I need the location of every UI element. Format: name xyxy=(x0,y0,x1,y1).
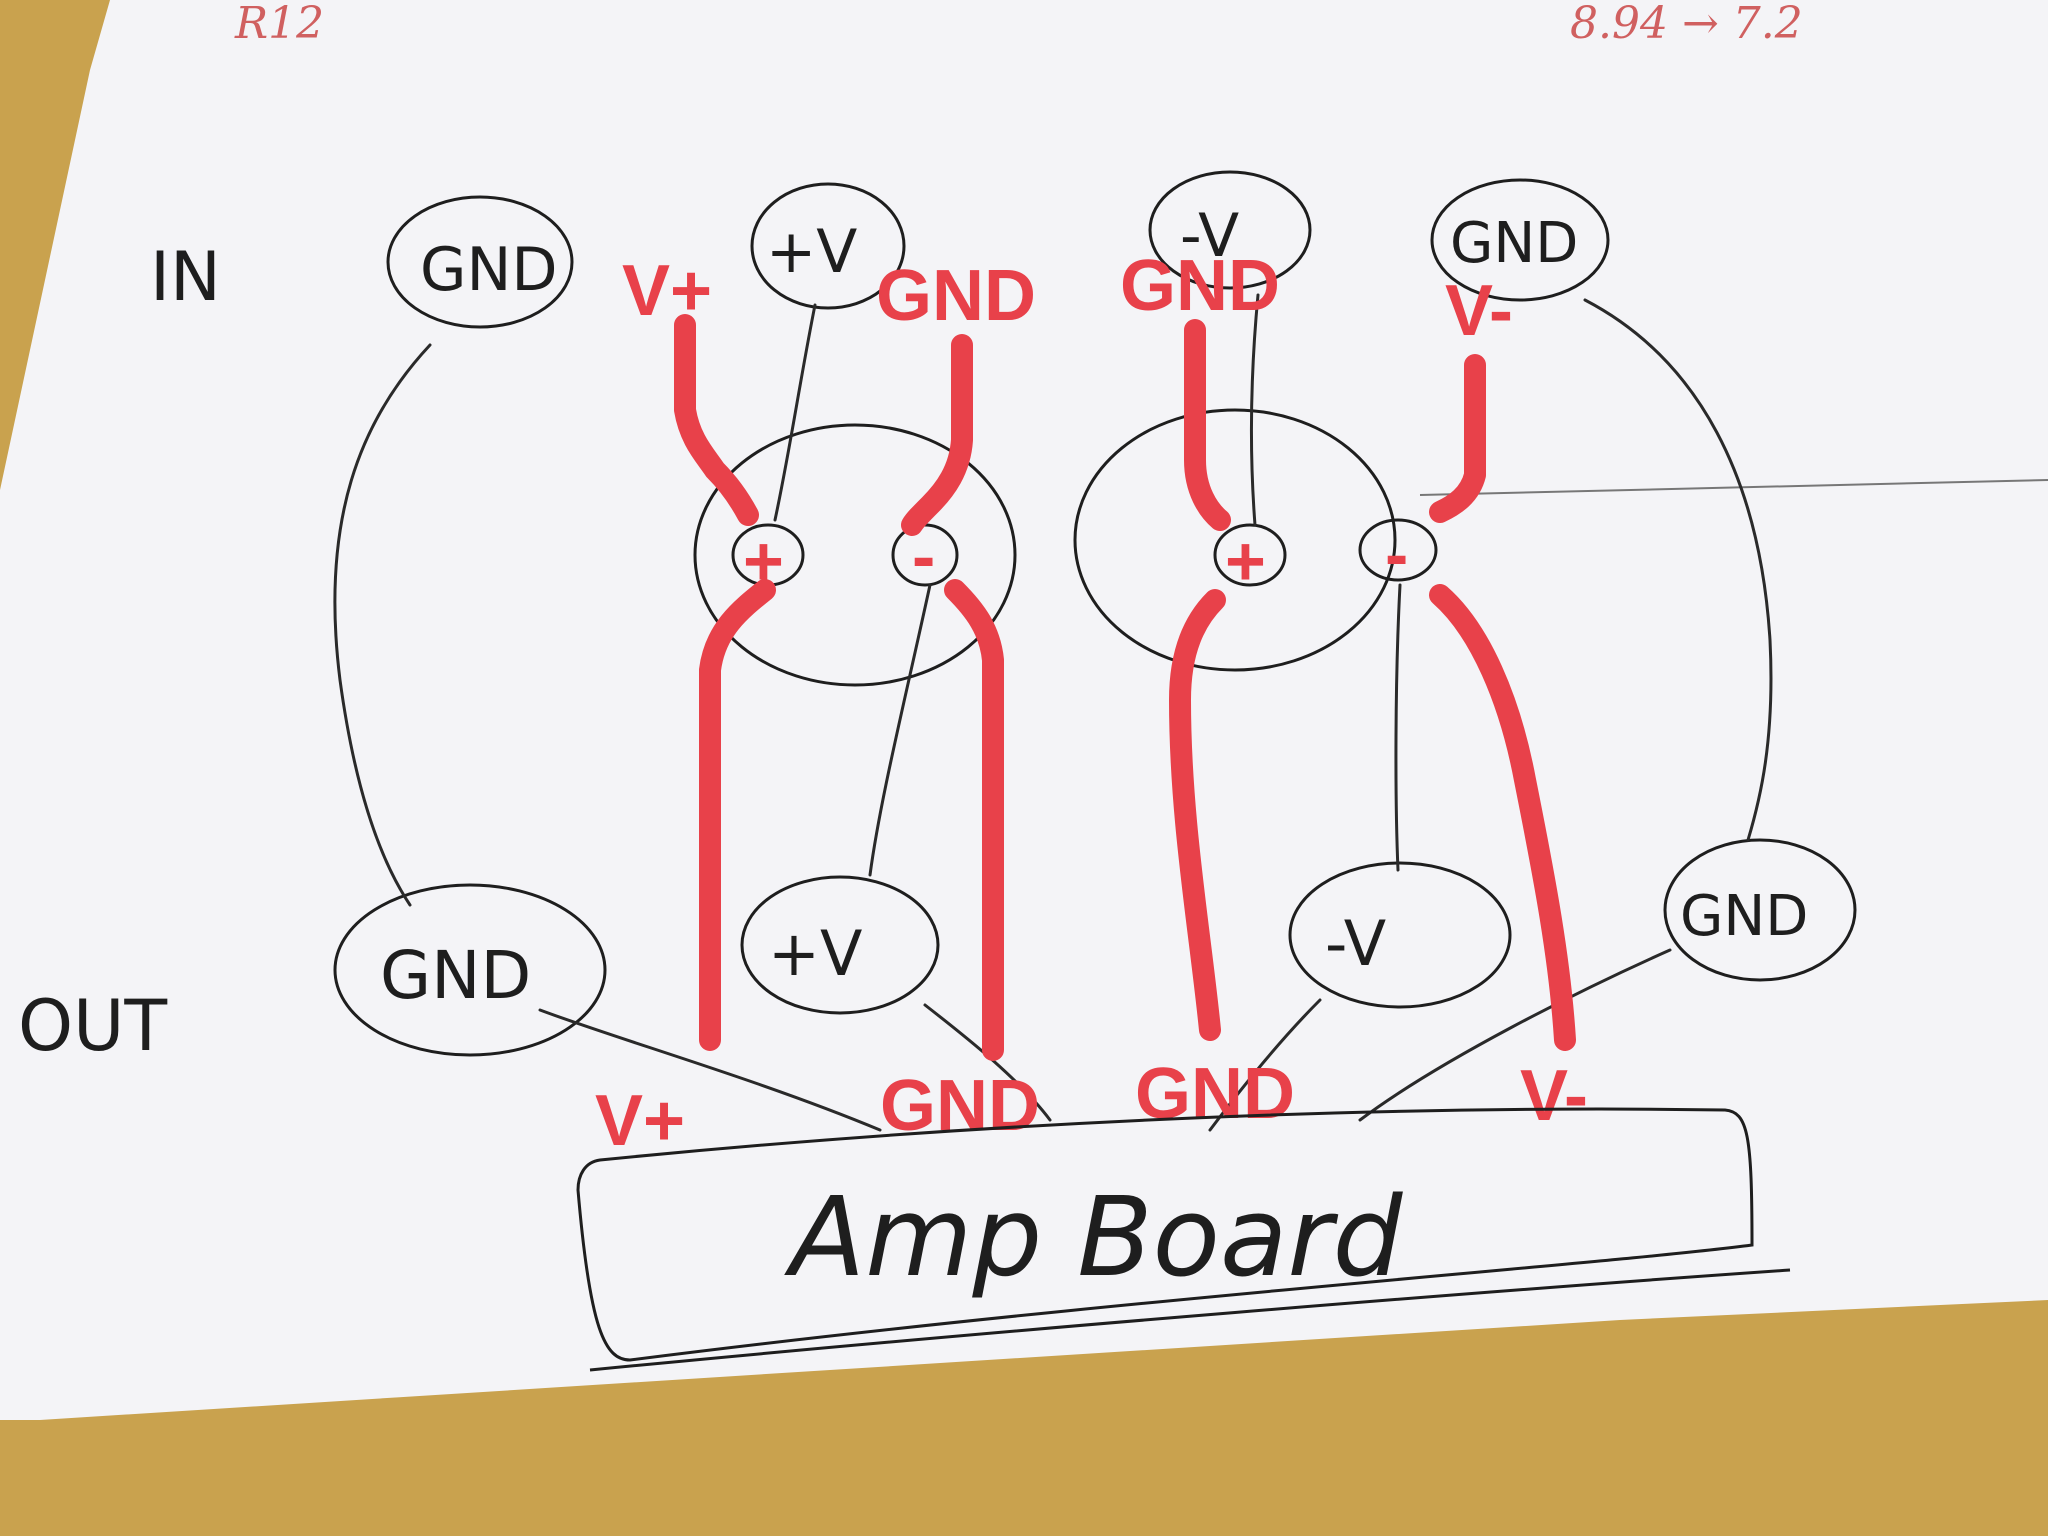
pencil-wire xyxy=(1358,948,1672,1122)
capacitor-plus-terminal xyxy=(1213,523,1287,587)
output-node-label: GND xyxy=(1680,884,1808,949)
output-node-minus-v: -V xyxy=(1288,861,1512,1009)
input-node-label: GND xyxy=(420,235,558,305)
pencil-wire xyxy=(538,1008,882,1132)
input-node-plus-v: +V xyxy=(750,182,906,310)
input-node-gnd-right: GND xyxy=(1430,178,1610,302)
output-node-plus-v: +V xyxy=(740,875,940,1015)
output-node-label: GND xyxy=(380,937,531,1014)
red-wire-gnd-out-left xyxy=(944,579,1004,1061)
pencil-wires xyxy=(333,293,1773,1132)
red-label-top-vminus: V- xyxy=(1445,271,1513,351)
capacitor-right: + - xyxy=(1073,408,1438,672)
red-label-top-vplus: V+ xyxy=(622,251,712,331)
pencil-wire xyxy=(1250,293,1260,527)
red-wire-vplus-in xyxy=(674,314,759,526)
minus-sign: - xyxy=(912,517,935,595)
pencil-wire xyxy=(868,583,932,877)
red-label-top-gnd-left: GND xyxy=(876,256,1036,336)
input-node-minus-v: -V xyxy=(1148,170,1312,290)
minus-sign: - xyxy=(1385,515,1408,593)
input-node-label: GND xyxy=(1450,211,1578,276)
red-wires xyxy=(674,314,1576,1061)
input-node-gnd-left: GND xyxy=(386,195,574,329)
red-wire-gnd-out-right xyxy=(1169,589,1226,1041)
amp-board: Amp Board xyxy=(576,1107,1791,1372)
capacitor-minus-terminal xyxy=(1358,518,1438,582)
red-label-bottom-vplus: V+ xyxy=(595,1081,685,1161)
red-wire-vminus-out xyxy=(1429,584,1576,1051)
pencil-wire xyxy=(1583,298,1773,842)
pencil-wire xyxy=(1208,998,1322,1132)
output-node-label: +V xyxy=(768,917,862,990)
pencil-wire xyxy=(333,343,432,907)
corner-note-left: R12 xyxy=(234,0,324,49)
output-row-label: OUT xyxy=(18,985,167,1067)
capacitor-left: + - xyxy=(693,423,1017,687)
input-node-label: -V xyxy=(1180,201,1239,271)
input-row-label: IN xyxy=(150,238,221,317)
amp-board-label: Amp Board xyxy=(784,1173,1404,1301)
red-wire-vplus-out xyxy=(699,579,776,1051)
corner-note-right: 8.94 → 7.2 xyxy=(1570,0,1803,49)
output-node-gnd-left: GND xyxy=(333,883,607,1057)
output-node-gnd-right: GND xyxy=(1663,838,1857,982)
red-wire-gnd-in-right xyxy=(1184,319,1231,531)
paper-fold xyxy=(1419,479,2048,496)
red-label-bottom-gnd-right: GND xyxy=(1135,1054,1295,1134)
pencil-wire xyxy=(773,303,817,522)
red-label-bottom-vminus: V- xyxy=(1520,1056,1588,1136)
red-wire-gnd-in-left xyxy=(901,334,973,536)
red-wire-vminus-in xyxy=(1429,354,1486,523)
plus-sign: + xyxy=(1225,522,1266,600)
pencil-wire xyxy=(1394,583,1402,872)
output-node-label: -V xyxy=(1325,907,1386,980)
red-label-top-gnd-right: GND xyxy=(1120,246,1280,326)
paper-sheet xyxy=(0,0,2048,1420)
input-node-label: +V xyxy=(766,217,857,287)
